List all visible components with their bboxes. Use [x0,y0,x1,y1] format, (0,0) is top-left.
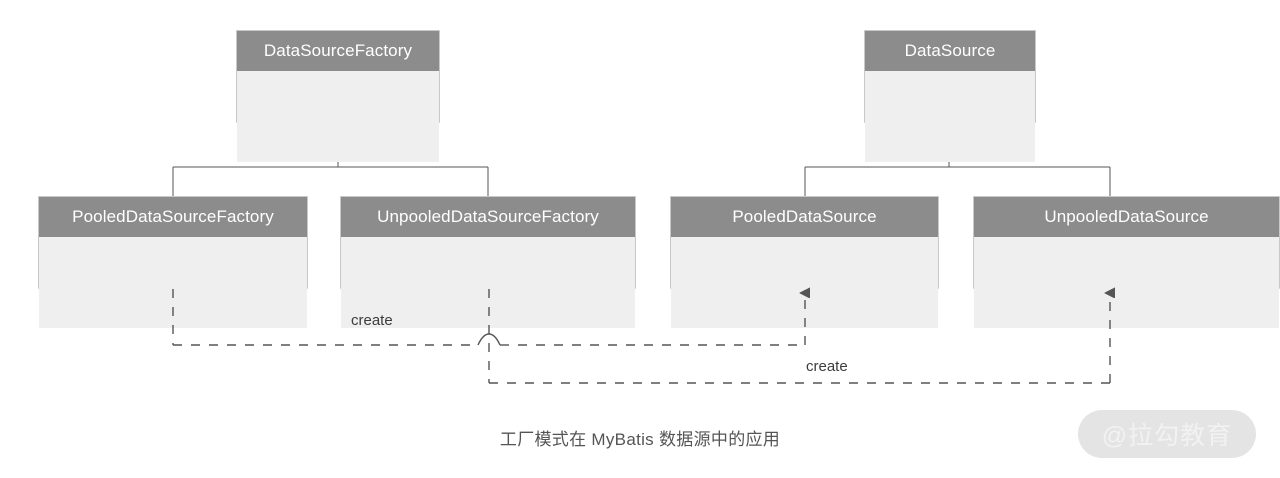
diagram-caption: 工厂模式在 MyBatis 数据源中的应用 [499,430,781,449]
class-box-unpooleddatasource[interactable]: UnpooledDataSource [973,196,1280,328]
class-box-pooleddatasourcefactory[interactable]: PooledDataSourceFactory [38,196,308,328]
class-name-datasource: DataSource [865,31,1035,71]
class-body-datasource [865,71,1035,162]
class-name-pooleddatasource: PooledDataSource [671,197,938,237]
class-name-unpooleddatasourcefactory: UnpooledDataSourceFactory [341,197,635,237]
class-body-unpooleddatasource [974,237,1279,328]
class-body-pooleddatasource [671,237,938,328]
class-box-unpooleddatasourcefactory[interactable]: UnpooledDataSourceFactory [340,196,636,328]
class-name-pooleddatasourcefactory: PooledDataSourceFactory [39,197,307,237]
class-box-datasource[interactable]: DataSource [864,30,1036,162]
class-box-pooleddatasource[interactable]: PooledDataSource [670,196,939,328]
edge-label-create-right: create [806,358,848,375]
class-body-unpooleddatasourcefactory [341,237,635,328]
class-name-unpooleddatasource: UnpooledDataSource [974,197,1279,237]
dependency-unpooledfactory-to-unpooleddatasource [488,289,1110,384]
dependency-pooledfactory-to-pooleddatasource [172,289,805,346]
watermark-badge: @拉勾教育 [1078,410,1256,458]
class-name-datasourcefactory: DataSourceFactory [237,31,439,71]
class-box-datasourcefactory[interactable]: DataSourceFactory [236,30,440,162]
class-body-datasourcefactory [237,71,439,162]
edge-label-create-left: create [351,312,393,329]
